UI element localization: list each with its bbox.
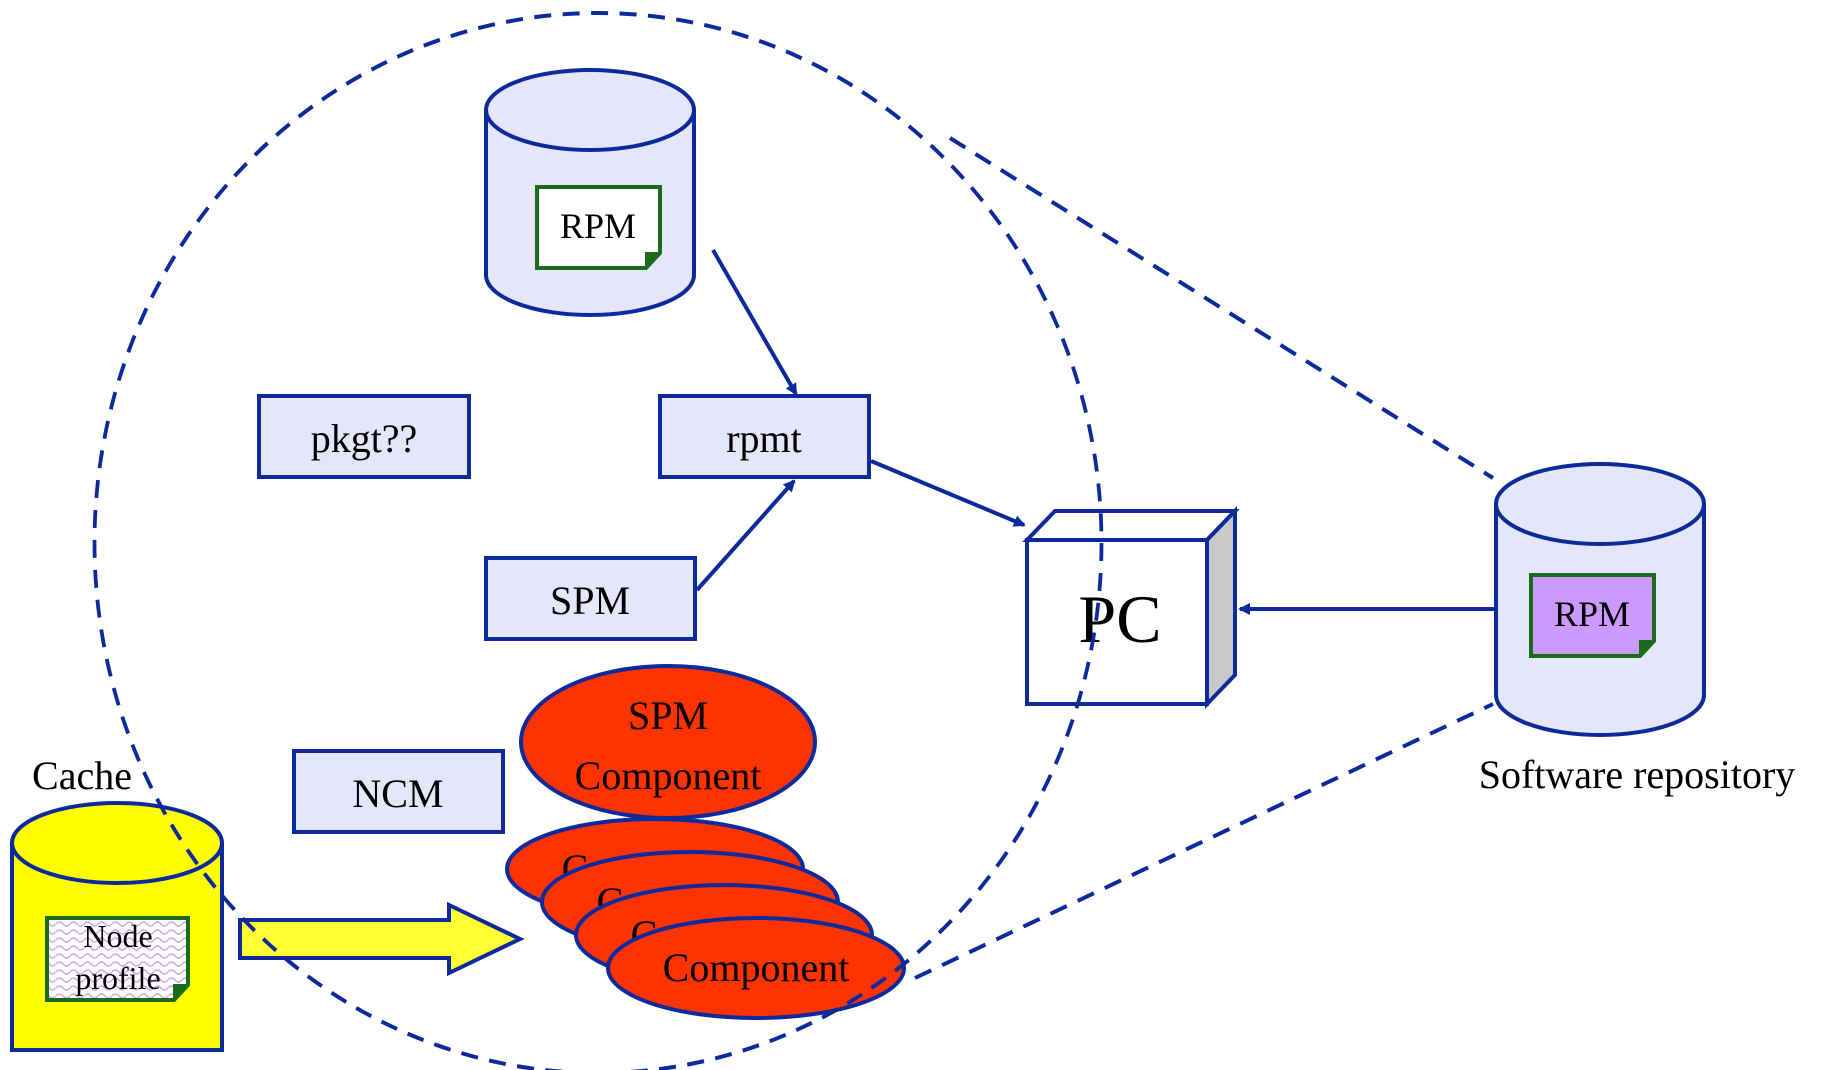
rpm-document-icon: RPM (535, 185, 662, 270)
spm-box: SPM (484, 556, 697, 641)
pkgt-label: pkgt?? (311, 416, 418, 461)
node-profile-document-icon: Node profile (45, 916, 190, 1002)
arrow-rpmt-to-pc (870, 459, 1026, 527)
pc-box: PC (1022, 506, 1240, 709)
dashed-zoom-line-top (948, 136, 1495, 480)
repo-rpm-doc-label: RPM (1554, 594, 1630, 634)
pkgt-box: pkgt?? (257, 394, 471, 479)
arrow-rpm-to-rpmt (711, 249, 798, 396)
ncm-label: NCM (352, 771, 443, 816)
spm-label: SPM (550, 578, 630, 623)
node-profile-line1: Node (83, 918, 152, 954)
component-stack: Component Component Component Component (505, 817, 906, 1020)
component-label: Component (663, 945, 850, 990)
node-profile-line2: profile (75, 960, 160, 996)
spm-component-line2: Component (575, 753, 762, 798)
spm-component-ellipse: SPM Component (519, 664, 817, 820)
rpmt-box: rpmt (658, 394, 871, 479)
cache-label: Cache (32, 753, 132, 798)
rpm-doc-label: RPM (560, 206, 636, 246)
dashed-scope-circle (92, 11, 1104, 1070)
rpmt-label: rpmt (726, 416, 802, 461)
yellow-block-arrow (238, 901, 525, 977)
dashed-zoom-line-bottom (914, 702, 1494, 980)
repo-rpm-document-icon: RPM (1529, 573, 1656, 658)
component-ellipse: Component (606, 916, 906, 1020)
software-repository-label: Software repository (1479, 752, 1796, 797)
arrow-spm-to-rpmt (695, 479, 796, 592)
spm-component-line1: SPM (628, 693, 708, 738)
ncm-box: NCM (292, 749, 505, 834)
